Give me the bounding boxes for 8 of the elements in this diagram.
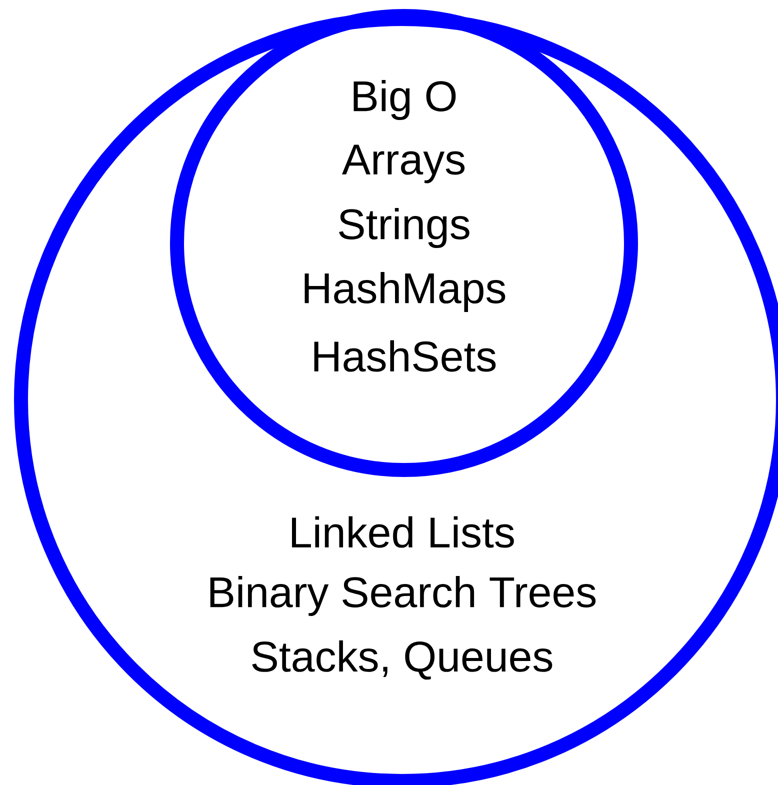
text-line: Arrays [342, 144, 465, 184]
text-line: Linked Lists [292, 516, 514, 548]
text-line: Binary Search Trees [210, 576, 596, 616]
text-line: Big O [354, 80, 456, 120]
text-line: Stacks, Queues [252, 640, 552, 680]
text-line: Strings [339, 208, 470, 248]
text-line: HashSets [314, 340, 496, 372]
text-line: HashMaps [304, 272, 506, 312]
